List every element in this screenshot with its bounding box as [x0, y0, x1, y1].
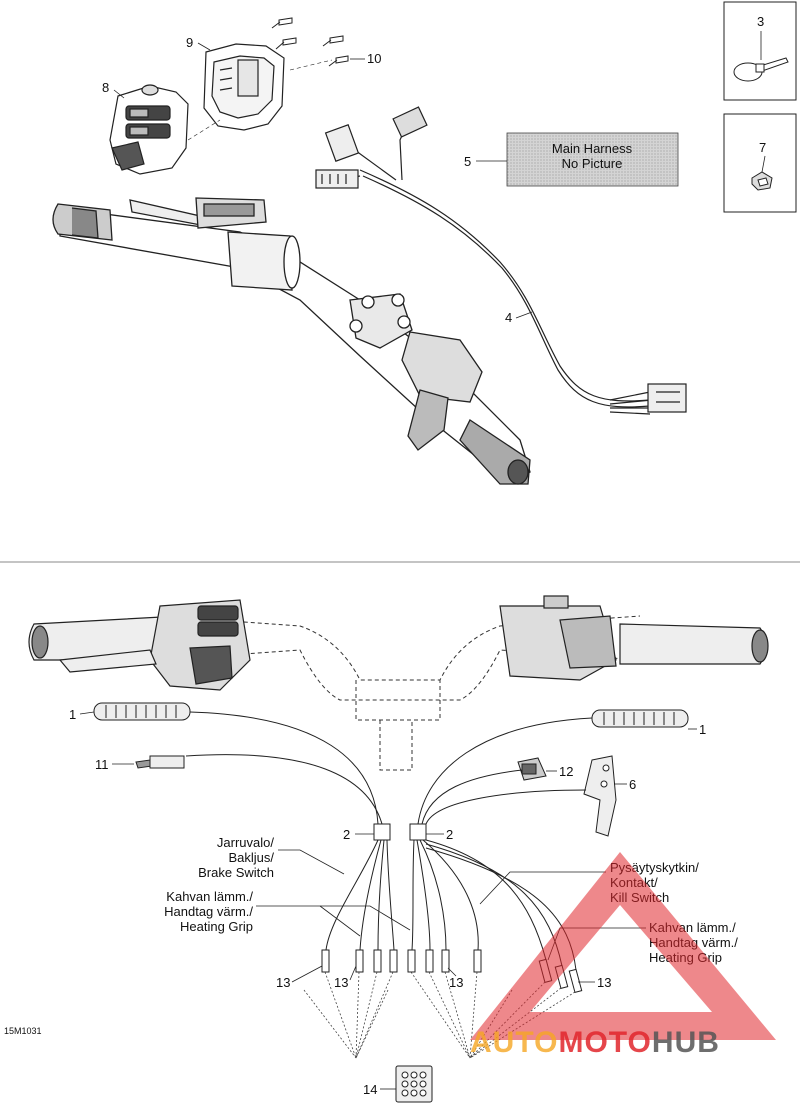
left-grip-assembly: [28, 599, 251, 691]
splice-left: [373, 823, 391, 841]
bracket-6: [583, 755, 617, 837]
callout-1-right: 1: [699, 722, 706, 737]
connector-12: [517, 757, 547, 781]
callout-7: 7: [759, 140, 766, 155]
cable-tie-icon: [733, 57, 789, 82]
main-harness-box: Main Harness No Picture 5: [464, 132, 679, 187]
callout-11: 11: [95, 757, 109, 772]
watermark-logo: AUTOMOTOHUB: [470, 852, 776, 1059]
handlebar-assembly: [52, 197, 531, 485]
svg-text:Jarruvalo/: Jarruvalo/: [217, 835, 274, 850]
label-leaders: [256, 849, 646, 961]
upper-exploded-view: 3 7 Main Harness No Picture 5: [52, 1, 797, 485]
svg-text:Heating Grip: Heating Grip: [180, 919, 253, 934]
callout-8: 8: [102, 80, 109, 95]
grip-heater-right: [591, 709, 689, 728]
handlebar-outline: [159, 615, 641, 771]
lower-wiring-view: 1 1 11 12 6: [4, 595, 769, 1103]
callout-9: 9: [186, 35, 193, 50]
callout-13-a: 13: [276, 975, 290, 990]
callout-2-right: 2: [446, 827, 453, 842]
callout-5: 5: [464, 154, 471, 169]
main-harness-line2: No Picture: [562, 156, 623, 171]
splice-right: [409, 823, 427, 841]
sensor-11: [135, 755, 185, 769]
callout-10: 10: [367, 51, 381, 66]
callout-2-left: 2: [343, 827, 350, 842]
svg-text:Handtag värm./: Handtag värm./: [164, 904, 253, 919]
callout-14: 14: [363, 1082, 377, 1097]
callout-12: 12: [559, 764, 573, 779]
item-7-box: 7: [723, 113, 797, 213]
callout-3: 3: [757, 14, 764, 29]
callout-13-d: 13: [597, 975, 611, 990]
svg-text:Kahvan lämm./: Kahvan lämm./: [166, 889, 253, 904]
switch-block: [109, 84, 189, 175]
switch-housing: [203, 43, 285, 131]
watermark-triangle-icon: [470, 852, 776, 1040]
svg-text:Brake Switch: Brake Switch: [198, 865, 274, 880]
label-heating-grip-left: Kahvan lämm./ Handtag värm./ Heating Gri…: [164, 889, 253, 934]
svg-text:Bakljus/: Bakljus/: [228, 850, 274, 865]
right-grip-assembly: [499, 595, 769, 681]
callout-13-b: 13: [334, 975, 348, 990]
callout-1-left: 1: [69, 707, 76, 722]
watermark-text: AUTOMOTOHUB: [470, 1026, 720, 1059]
clip-icon: [751, 171, 773, 191]
callout-6: 6: [629, 777, 636, 792]
grip-heater-left: [93, 702, 191, 721]
wiring-harness-4: [315, 106, 687, 415]
label-brake-switch: Jarruvalo/ Bakljus/ Brake Switch: [198, 835, 274, 880]
diagram-code: 15M1031: [4, 1026, 42, 1036]
callout-4: 4: [505, 310, 512, 325]
main-harness-line1: Main Harness: [552, 141, 633, 156]
screws: [271, 17, 349, 67]
wire-bundles: [185, 711, 593, 825]
connector-14: [395, 1065, 433, 1103]
item-3-box: 3: [723, 1, 797, 101]
callout-13-c: 13: [449, 975, 463, 990]
